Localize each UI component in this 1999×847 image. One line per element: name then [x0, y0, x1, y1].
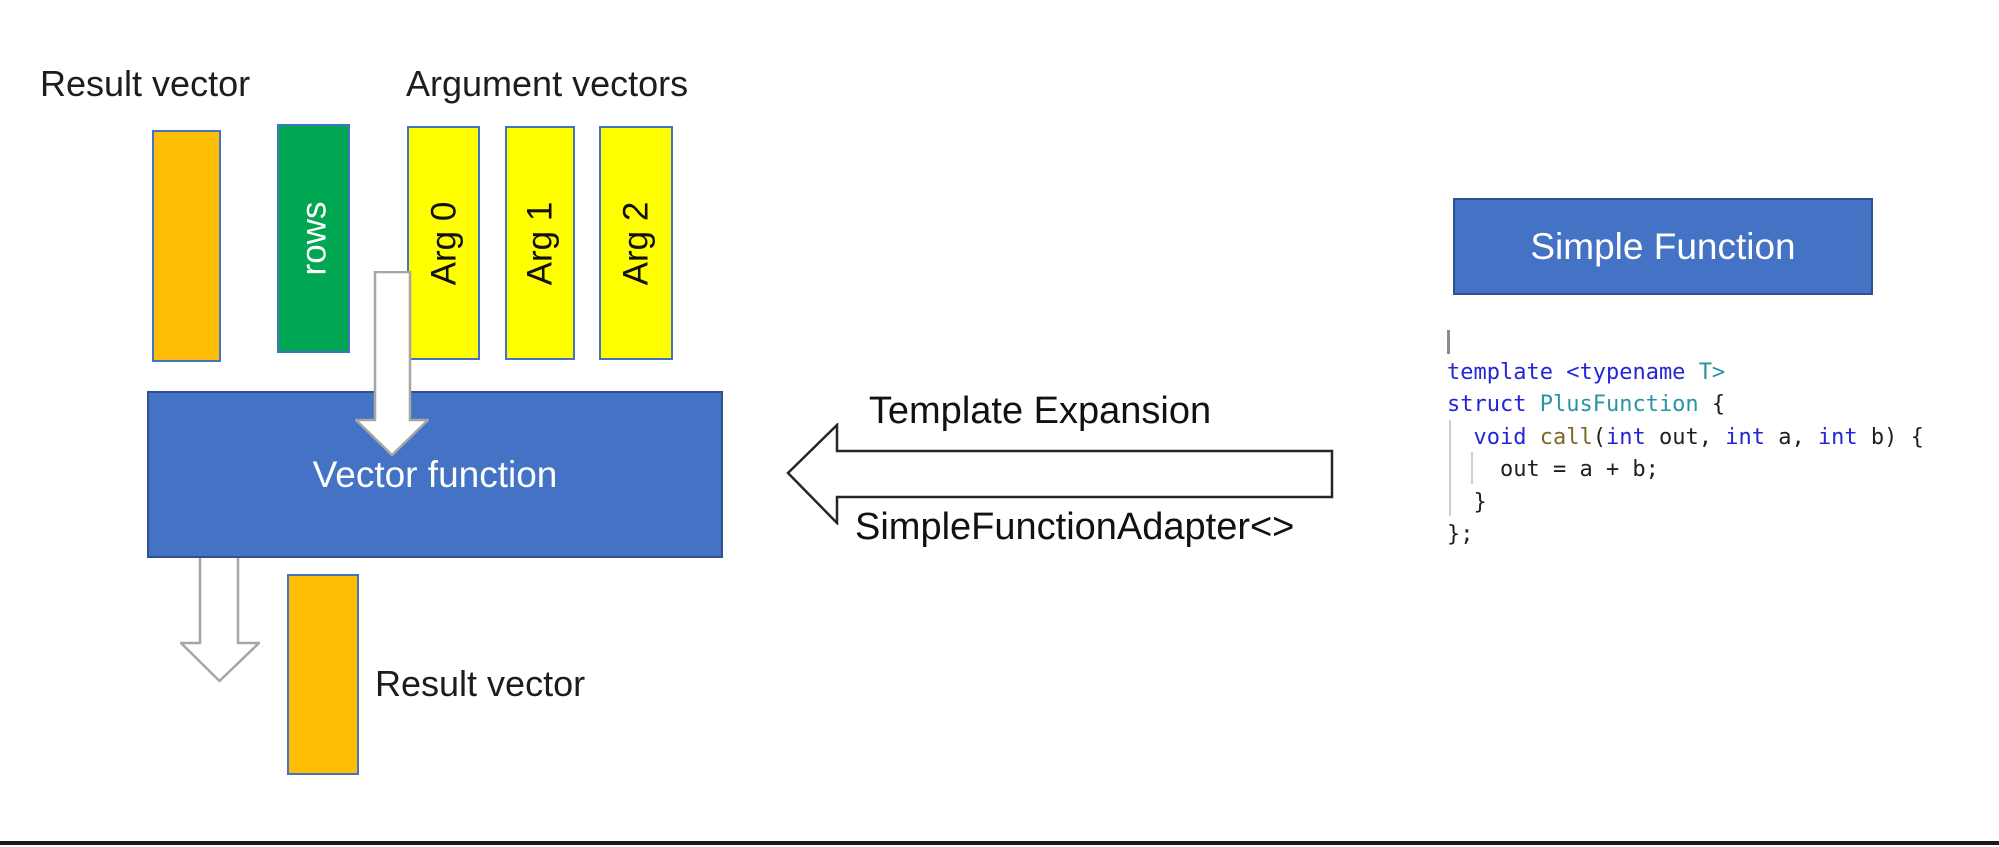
indent-guide: [1471, 452, 1473, 484]
result-vector-top-title: Result vector: [40, 63, 251, 104]
argument-vectors-title: Argument vectors: [406, 63, 689, 104]
template-expansion-label: Template Expansion: [868, 390, 1212, 432]
arg0-bar-label: Arg 0: [424, 201, 463, 285]
code-line: };: [1447, 522, 1474, 547]
code-line: out = a + b;: [1447, 457, 1659, 482]
text-cursor: [1447, 330, 1450, 354]
code-line: template <typename T>: [1447, 359, 1726, 385]
simple-function-adapter-label: SimpleFunctionAdapter<>: [855, 506, 1295, 548]
arg2-bar-label: Arg 2: [616, 201, 656, 285]
arg0-bar: Arg 0: [407, 126, 480, 360]
arg2-bar: Arg 2: [599, 126, 673, 360]
arg1-bar: Arg 1: [505, 126, 575, 360]
code-snippet: template <typename T> struct PlusFunction…: [1447, 324, 1924, 552]
result-vector-bar-top: [152, 130, 221, 362]
down-arrow-input-icon: [355, 271, 429, 457]
rows-bar-label: rows: [294, 201, 333, 276]
simple-function-box: Simple Function: [1453, 198, 1873, 295]
code-line: }: [1447, 489, 1487, 515]
result-vector-bottom-label: Result vector: [375, 663, 586, 704]
code-line: void call(int out, int a, int b) {: [1473, 424, 1924, 450]
code-line: [1447, 324, 1924, 357]
arg1-bar-label: Arg 1: [520, 201, 560, 285]
rows-bar: rows: [277, 124, 350, 353]
vector-function-label: Vector function: [312, 453, 558, 495]
code-line: struct PlusFunction {: [1447, 392, 1726, 417]
indent-guide: [1449, 420, 1451, 516]
bottom-divider: [0, 841, 1999, 845]
down-arrow-output-icon: [180, 555, 260, 683]
template-expansion-arrow-icon: [786, 423, 1334, 525]
simple-function-label: Simple Function: [1530, 225, 1796, 267]
result-vector-bar-bottom: [287, 574, 359, 775]
vector-function-box: Vector function: [147, 391, 723, 558]
